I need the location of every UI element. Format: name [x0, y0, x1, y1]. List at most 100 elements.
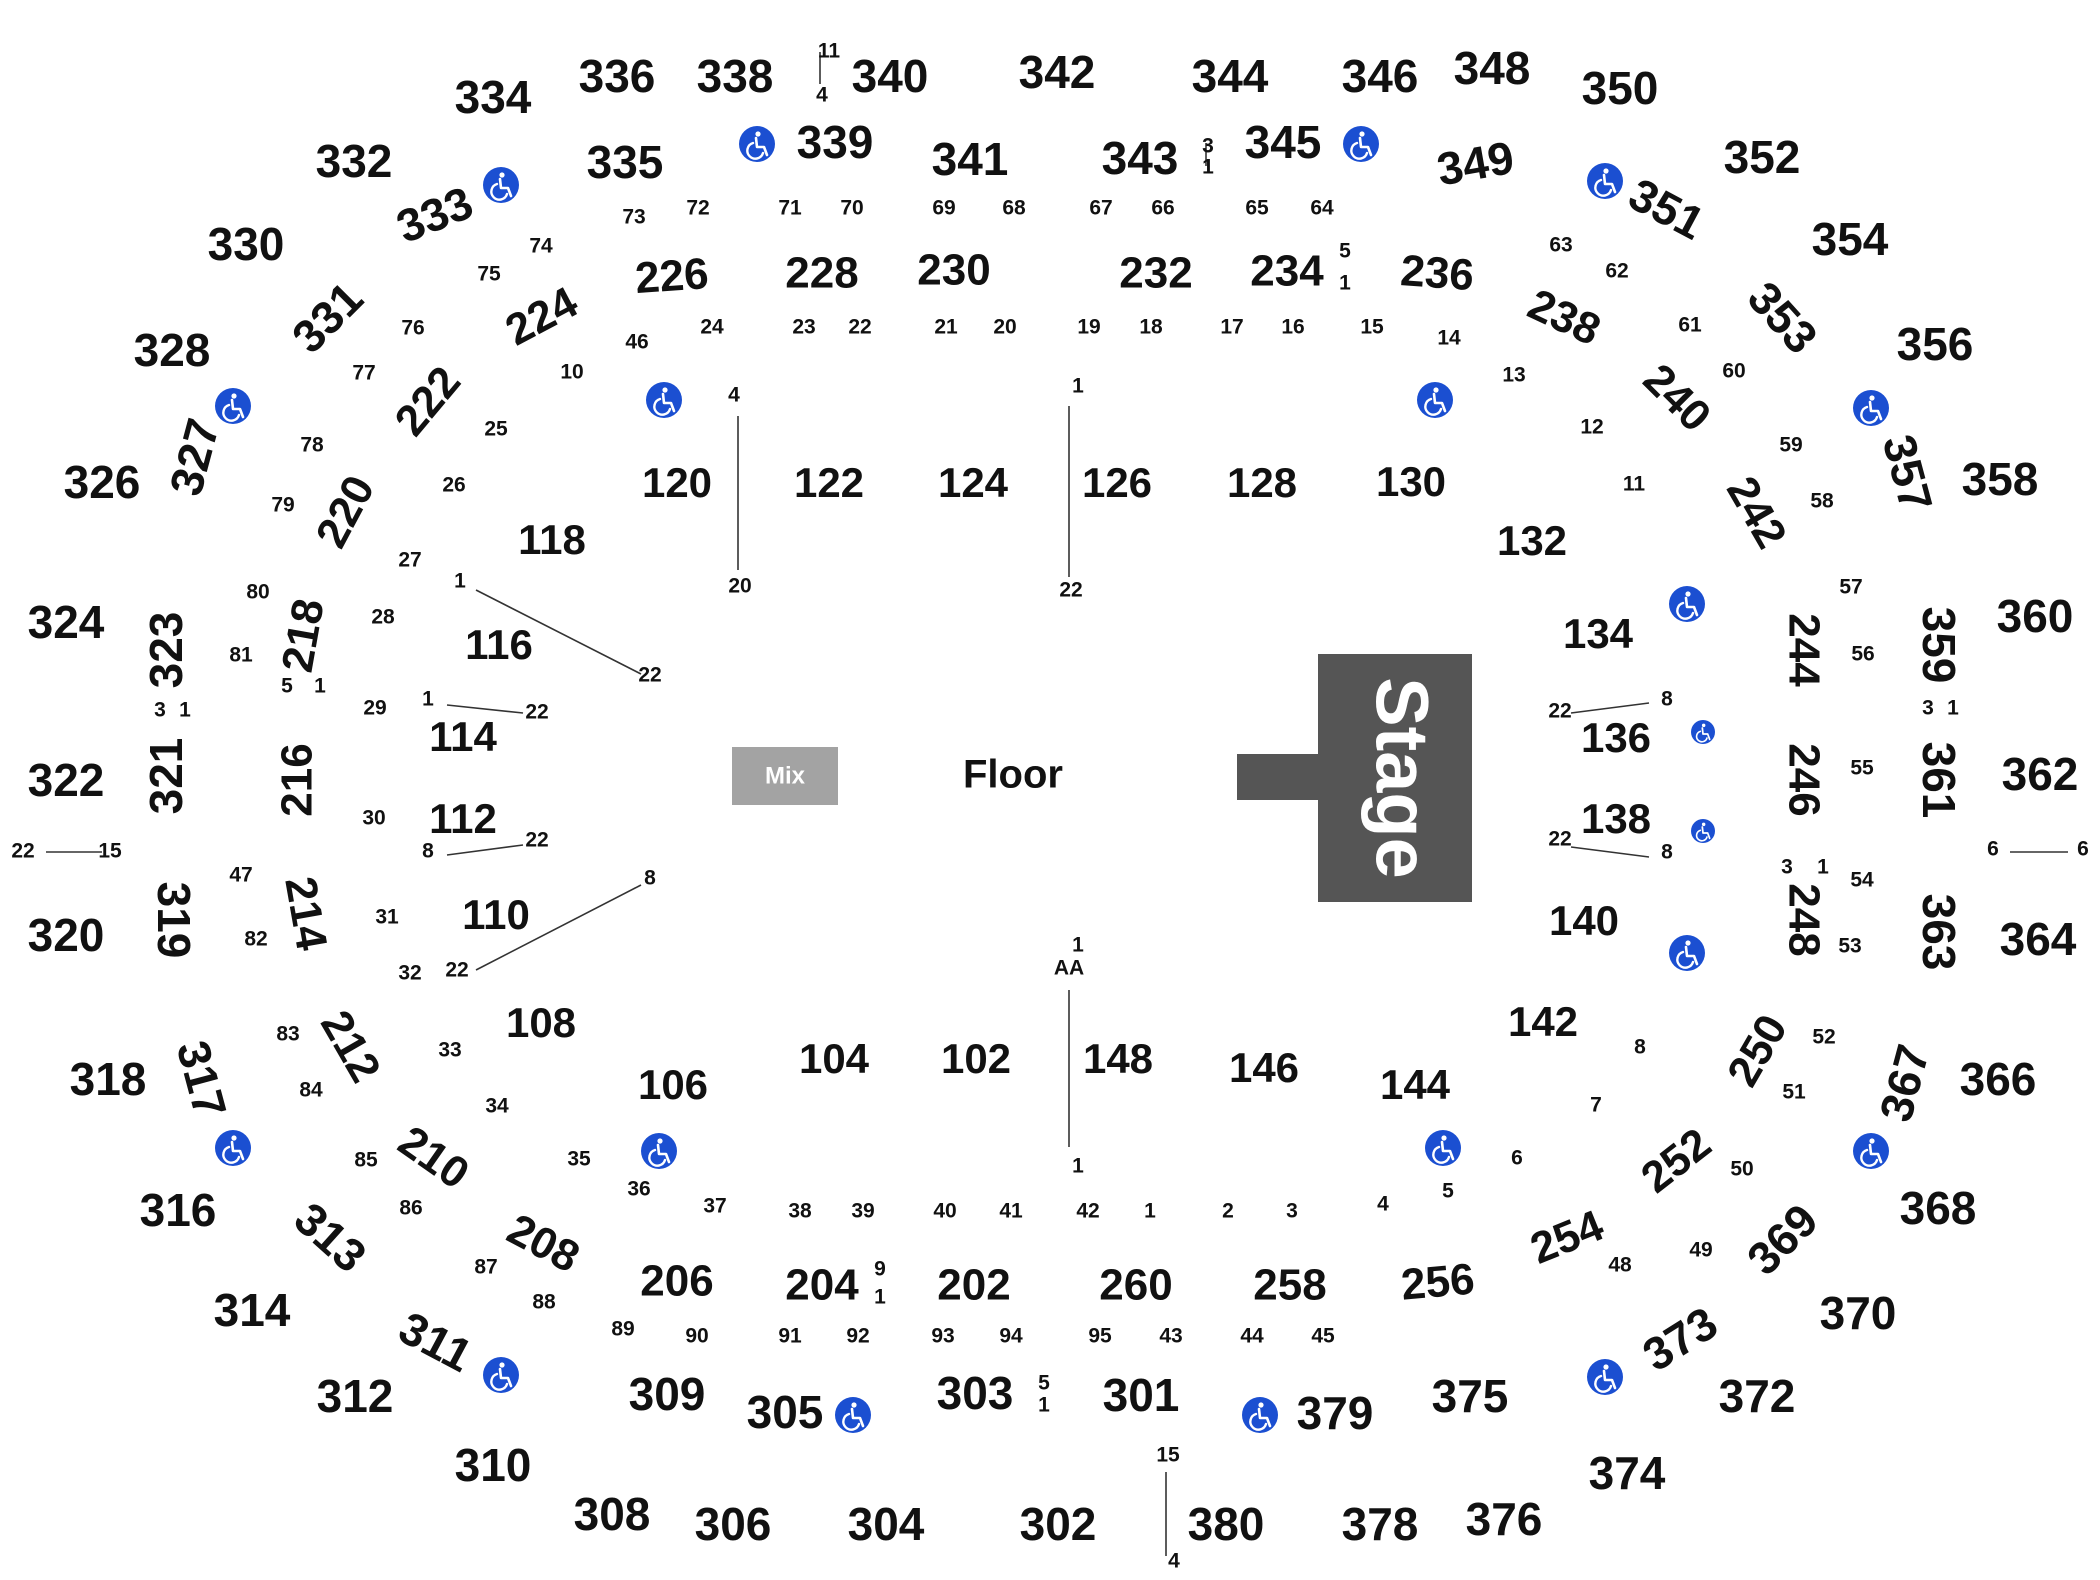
section-319[interactable]: 319	[148, 882, 200, 959]
section-240[interactable]: 240	[1634, 355, 1721, 442]
section-316[interactable]: 316	[140, 1184, 217, 1236]
section-372[interactable]: 372	[1719, 1370, 1796, 1422]
section-104[interactable]: 104	[799, 1035, 870, 1082]
section-238[interactable]: 238	[1521, 280, 1608, 355]
section-373[interactable]: 373	[1634, 1296, 1727, 1381]
section-374[interactable]: 374	[1589, 1447, 1666, 1499]
section-369[interactable]: 369	[1737, 1194, 1828, 1285]
section-226[interactable]: 226	[633, 249, 710, 303]
section-138[interactable]: 138	[1581, 795, 1651, 842]
section-303[interactable]: 303	[937, 1367, 1014, 1419]
section-116[interactable]: 116	[465, 621, 533, 668]
section-364[interactable]: 364	[2000, 913, 2077, 965]
section-335[interactable]: 335	[587, 136, 664, 188]
section-252[interactable]: 252	[1632, 1119, 1720, 1203]
section-340[interactable]: 340	[852, 50, 929, 102]
section-301[interactable]: 301	[1103, 1369, 1180, 1421]
section-351[interactable]: 351	[1621, 168, 1713, 250]
section-112[interactable]: 112	[429, 795, 497, 842]
section-318[interactable]: 318	[70, 1053, 147, 1105]
section-204[interactable]: 204	[785, 1261, 859, 1310]
section-312[interactable]: 312	[317, 1370, 394, 1422]
section-126[interactable]: 126	[1082, 459, 1152, 506]
section-322[interactable]: 322	[28, 754, 105, 806]
section-350[interactable]: 350	[1582, 62, 1659, 114]
section-234[interactable]: 234	[1250, 247, 1324, 296]
section-317[interactable]: 317	[167, 1035, 237, 1123]
section-208[interactable]: 208	[499, 1205, 587, 1283]
section-124[interactable]: 124	[938, 459, 1009, 506]
section-306[interactable]: 306	[695, 1498, 772, 1550]
section-379[interactable]: 379	[1297, 1387, 1374, 1439]
section-128[interactable]: 128	[1227, 459, 1297, 506]
section-330[interactable]: 330	[208, 218, 285, 270]
section-242[interactable]: 242	[1717, 469, 1796, 557]
section-248[interactable]: 248	[1779, 883, 1828, 956]
section-134[interactable]: 134	[1563, 610, 1634, 657]
section-342[interactable]: 342	[1019, 46, 1096, 98]
section-354[interactable]: 354	[1812, 213, 1889, 265]
section-230[interactable]: 230	[917, 246, 990, 295]
section-334[interactable]: 334	[455, 71, 532, 123]
section-362[interactable]: 362	[2002, 748, 2079, 800]
section-212[interactable]: 212	[311, 1003, 390, 1091]
section-370[interactable]: 370	[1820, 1287, 1897, 1339]
stage[interactable]: Stage	[1237, 654, 1472, 902]
section-222[interactable]: 222	[385, 357, 470, 445]
section-323[interactable]: 323	[140, 612, 192, 689]
section-305[interactable]: 305	[747, 1386, 824, 1438]
section-359[interactable]: 359	[1913, 607, 1965, 684]
section-206[interactable]: 206	[640, 1257, 713, 1306]
section-108[interactable]: 108	[506, 999, 576, 1046]
section-258[interactable]: 258	[1253, 1261, 1326, 1310]
section-343[interactable]: 343	[1102, 132, 1179, 184]
section-144[interactable]: 144	[1380, 1061, 1451, 1108]
section-120[interactable]: 120	[642, 459, 712, 506]
section-308[interactable]: 308	[574, 1488, 651, 1540]
section-356[interactable]: 356	[1897, 318, 1974, 370]
section-375[interactable]: 375	[1432, 1370, 1509, 1422]
section-122[interactable]: 122	[794, 459, 864, 506]
section-326[interactable]: 326	[64, 456, 141, 508]
section-367[interactable]: 367	[1869, 1039, 1939, 1127]
section-339[interactable]: 339	[797, 116, 874, 168]
section-224[interactable]: 224	[498, 277, 586, 355]
section-336[interactable]: 336	[579, 50, 656, 102]
section-110[interactable]: 110	[462, 891, 530, 938]
section-368[interactable]: 368	[1900, 1182, 1977, 1234]
section-118[interactable]: 118	[518, 516, 586, 563]
section-345[interactable]: 345	[1245, 116, 1322, 168]
section-246[interactable]: 246	[1779, 743, 1828, 816]
section-320[interactable]: 320	[28, 909, 105, 961]
section-341[interactable]: 341	[932, 133, 1009, 185]
section-106[interactable]: 106	[638, 1061, 708, 1108]
section-218[interactable]: 218	[273, 595, 334, 676]
section-357[interactable]: 357	[1873, 429, 1943, 517]
section-214[interactable]: 214	[275, 873, 336, 954]
section-311[interactable]: 311	[391, 1301, 481, 1382]
section-321[interactable]: 321	[140, 738, 192, 815]
section-324[interactable]: 324	[28, 596, 105, 648]
section-331[interactable]: 331	[282, 272, 373, 363]
section-314[interactable]: 314	[214, 1284, 291, 1336]
section-333[interactable]: 333	[389, 176, 480, 253]
section-332[interactable]: 332	[316, 135, 393, 187]
section-132[interactable]: 132	[1497, 517, 1567, 564]
section-338[interactable]: 338	[697, 50, 774, 102]
section-140[interactable]: 140	[1549, 897, 1619, 944]
section-380[interactable]: 380	[1188, 1498, 1265, 1550]
floor-label[interactable]: Floor	[963, 753, 1063, 797]
section-348[interactable]: 348	[1454, 42, 1531, 94]
section-136[interactable]: 136	[1581, 714, 1651, 761]
section-146[interactable]: 146	[1229, 1044, 1299, 1091]
section-216[interactable]: 216	[273, 743, 322, 816]
section-309[interactable]: 309	[629, 1368, 706, 1420]
section-358[interactable]: 358	[1962, 453, 2039, 505]
section-254[interactable]: 254	[1524, 1201, 1611, 1274]
section-346[interactable]: 346	[1342, 50, 1419, 102]
section-327[interactable]: 327	[159, 413, 229, 501]
section-130[interactable]: 130	[1376, 458, 1446, 505]
section-349[interactable]: 349	[1433, 131, 1518, 196]
section-260[interactable]: 260	[1099, 1261, 1172, 1310]
section-220[interactable]: 220	[307, 468, 385, 556]
